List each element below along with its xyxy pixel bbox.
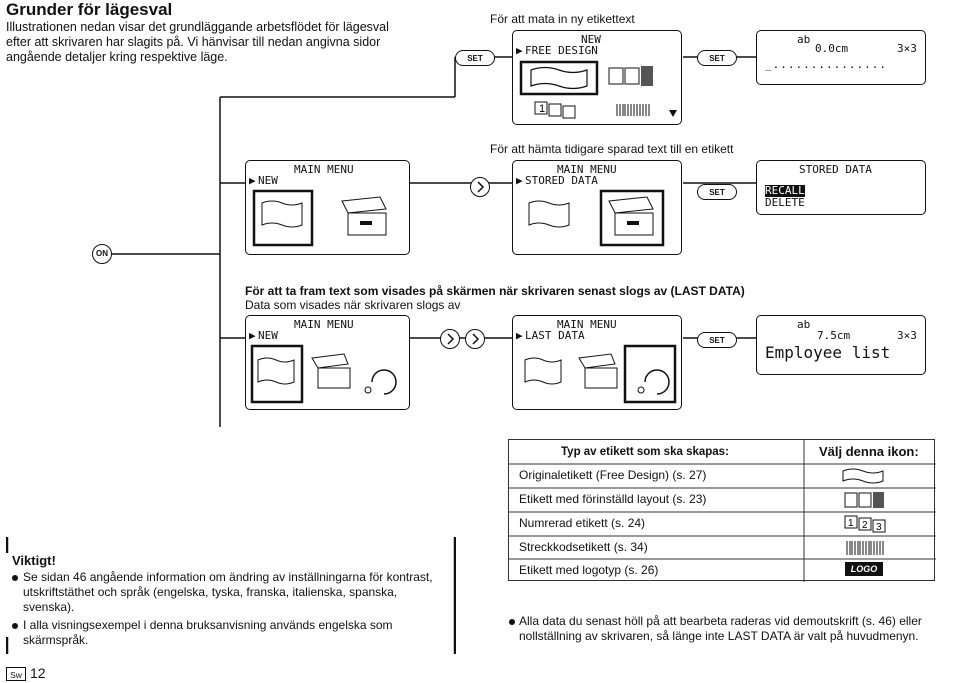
cursor-right-button[interactable]	[465, 329, 485, 349]
table-grid	[509, 440, 936, 582]
lcd-recall-label: RECALL	[765, 184, 805, 197]
selection-arrow-icon: ▶	[516, 174, 523, 187]
lcd-main-menu-label: MAIN MENU	[294, 163, 354, 176]
caption-stored-label: För att hämta tidigare sparad text till …	[490, 142, 734, 156]
lcd-grid-label: 3×3	[897, 329, 917, 342]
lcd-new-label: NEW	[258, 329, 278, 342]
lcd-stored-data-screen: STORED DATA RECALL DELETE	[756, 160, 926, 215]
barcode-icon	[846, 541, 884, 555]
table-row-label: Streckkodsetikett (s. 34)	[519, 540, 648, 554]
lcd-employee-text: Employee list	[765, 343, 891, 362]
page-title: Grunder för lägesval	[6, 0, 173, 19]
menu-icons	[524, 344, 677, 404]
on-button[interactable]: ON	[92, 244, 112, 264]
lcd-main-menu-new: MAIN MENU NEW ▶	[245, 315, 410, 410]
set-button[interactable]: SET	[697, 50, 737, 66]
language-badge: Sw	[6, 667, 26, 681]
numbered-icon: 1 2 3	[844, 515, 886, 533]
label-type-icons: 1	[519, 60, 677, 119]
set-button[interactable]: SET	[697, 332, 737, 348]
selection-arrow-icon: ▶	[516, 44, 523, 57]
label-type-table: Typ av etikett som ska skapas: Välj denn…	[508, 439, 936, 582]
table-header-type: Typ av etikett som ska skapas:	[561, 446, 729, 458]
cursor-right-button[interactable]	[470, 177, 490, 197]
table-header-icon: Välj denna ikon:	[819, 444, 919, 459]
lcd-new-screen: NEW FREE DESIGN ▶ 1	[512, 30, 682, 125]
lcd-new-label: NEW	[258, 174, 278, 187]
last-data-note: Alla data du senast höll på att bearbeta…	[519, 614, 922, 643]
lcd-stored-data-label: STORED DATA	[799, 163, 872, 176]
lcd-main-menu-stored: MAIN MENU STORED DATA ▶	[512, 160, 682, 255]
lcd-main-menu-label: MAIN MENU	[557, 163, 617, 176]
selection-arrow-icon: ▶	[249, 174, 256, 187]
lcd-main-menu-label: MAIN MENU	[557, 318, 617, 331]
table-row-label: Etikett med förinställd layout (s. 23)	[519, 492, 707, 506]
svg-text:1: 1	[848, 518, 854, 529]
lcd-ab-label: ab	[797, 318, 811, 331]
caption-new-label: För att mata in ny etikettext	[490, 12, 635, 26]
menu-icons	[252, 189, 387, 247]
table-row-label: Numrerad etikett (s. 24)	[519, 516, 646, 530]
lcd-grid-label: 3×3	[897, 42, 917, 55]
lcd-cursor-line: _...............	[765, 58, 887, 71]
chevron-right-icon	[447, 333, 455, 345]
selection-arrow-icon: ▶	[516, 329, 523, 342]
lcd-stored-data-label: STORED DATA	[525, 174, 598, 187]
important-heading: Viktigt!	[12, 553, 56, 568]
lcd-main-menu-new: MAIN MENU NEW ▶	[245, 160, 410, 255]
caption-last-sub: Data som visades när skrivaren slogs av	[245, 298, 461, 312]
svg-text:1: 1	[539, 103, 545, 115]
lcd-last-data-screen: ab 7.5cm 3×3 Employee list	[756, 315, 926, 375]
menu-icons	[250, 344, 397, 404]
bullet-icon	[509, 619, 515, 625]
free-design-icon	[842, 468, 884, 484]
preset-layout-icon	[844, 492, 884, 508]
table-row-label: Etikett med logotyp (s. 26)	[519, 563, 659, 577]
menu-icons	[528, 189, 665, 247]
svg-text:2: 2	[862, 520, 868, 531]
caption-last-label: För att ta fram text som visades på skär…	[245, 284, 745, 298]
bracket-lines	[6, 537, 456, 654]
bullet-icon	[12, 623, 18, 629]
lcd-free-design-label: FREE DESIGN	[525, 44, 598, 57]
lcd-main-menu-last: MAIN MENU LAST DATA ▶	[512, 315, 682, 410]
set-button[interactable]: SET	[455, 50, 495, 66]
selection-arrow-icon: ▶	[249, 329, 256, 342]
chevron-right-icon	[472, 333, 480, 345]
cursor-right-button[interactable]	[440, 329, 460, 349]
set-button[interactable]: SET	[697, 184, 737, 200]
table-row-label: Originaletikett (Free Design) (s. 27)	[519, 468, 707, 482]
important-item: I alla visningsexempel i denna bruksanvi…	[23, 618, 393, 647]
logo-icon: LOGO	[845, 562, 883, 576]
lcd-input-screen: ab 0.0cm 3×3 _...............	[756, 30, 926, 85]
lcd-ab-label: ab	[797, 33, 811, 46]
lcd-new-label: NEW	[581, 33, 601, 46]
lcd-size-label: 7.5cm	[817, 329, 851, 342]
page-number: 12	[30, 665, 46, 681]
lcd-delete-label: DELETE	[765, 196, 805, 209]
lcd-main-menu-label: MAIN MENU	[294, 318, 354, 331]
bullet-icon	[12, 575, 18, 581]
intro-text: Illustrationen nedan visar det grundlägg…	[6, 20, 389, 64]
chevron-right-icon	[477, 181, 485, 193]
lcd-last-data-label: LAST DATA	[525, 329, 585, 342]
svg-text:3: 3	[876, 522, 882, 533]
lcd-size-label: 0.0cm	[815, 42, 849, 55]
important-box: Viktigt! Se sidan 46 angående informatio…	[6, 537, 456, 654]
important-item: Se sidan 46 angående information om ändr…	[23, 570, 433, 614]
